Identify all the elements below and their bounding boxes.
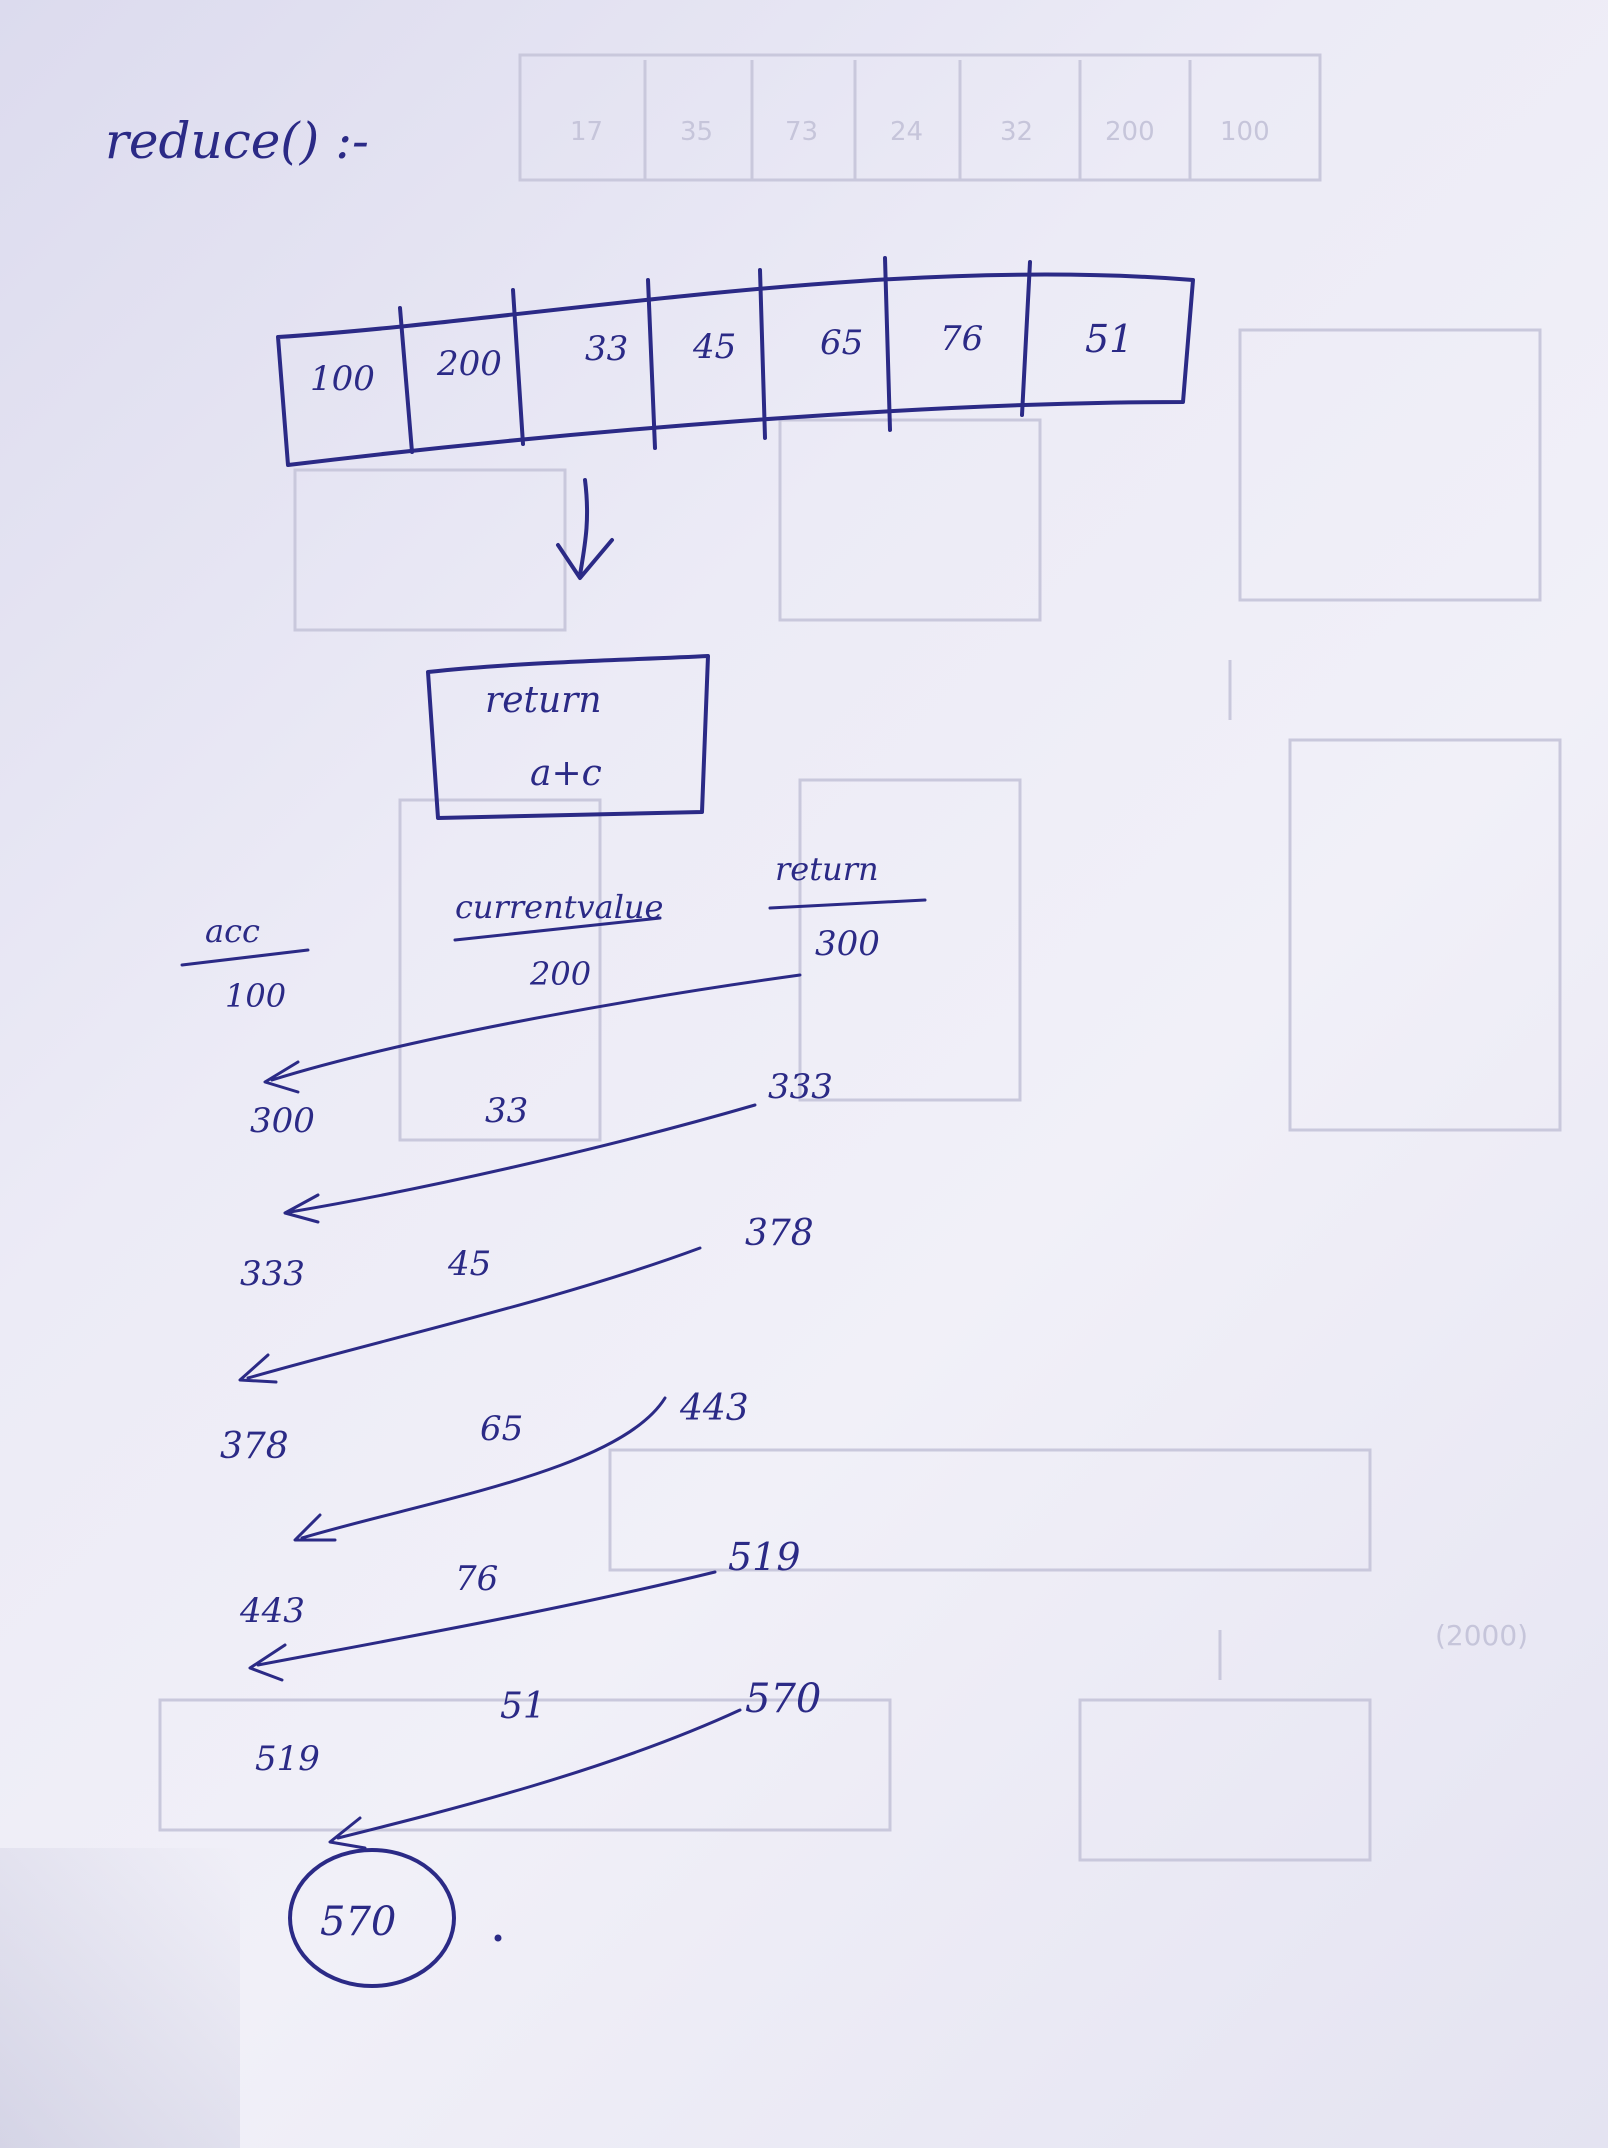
ghost-text-3: 73 — [785, 117, 818, 147]
header-underline — [180, 948, 310, 967]
ghost-box-2 — [778, 418, 1042, 622]
down-arrow-icon — [556, 478, 614, 580]
return-value: 300 — [815, 924, 880, 964]
ghost-array-top — [518, 53, 1322, 182]
result-period — [494, 1934, 502, 1942]
column-header-acc: acc — [205, 912, 260, 950]
header-underline — [453, 916, 662, 942]
ghost-box-1 — [293, 468, 567, 632]
ghost-text-5: 32 — [1000, 117, 1033, 147]
ghost-box-5 — [798, 778, 1022, 1102]
arrow-return-to-acc — [238, 1246, 702, 1384]
callback-outline — [426, 654, 710, 820]
column-header-current: currentvalue — [455, 888, 663, 926]
step-row: 300 33 333 — [250, 1067, 833, 1141]
current-value: 76 — [455, 1559, 498, 1599]
array-box: 100 200 33 45 65 76 51 — [276, 256, 1195, 467]
acc-value: 333 — [240, 1254, 305, 1294]
acc-value: 300 — [250, 1101, 315, 1141]
step-row: 100 200 300 — [225, 924, 880, 1015]
arrow-return-to-acc — [263, 973, 802, 1094]
result-value: 570 — [320, 1899, 396, 1945]
current-value: 51 — [500, 1686, 546, 1727]
current-value: 65 — [480, 1409, 523, 1449]
array-divider — [758, 268, 767, 440]
acc-value: 519 — [255, 1739, 320, 1779]
ghost-array-lower — [158, 1698, 892, 1832]
ghost-box-3 — [1238, 328, 1542, 602]
ghost-array-bottom — [608, 1448, 1372, 1572]
result-circle — [288, 1848, 456, 1988]
array-divider — [398, 306, 414, 454]
ghost-text-7: 100 — [1220, 117, 1270, 147]
step-row: 333 45 378 — [240, 1213, 814, 1294]
return-value: 570 — [745, 1676, 821, 1722]
ghost-text-1: 17 — [570, 117, 603, 147]
title-label: reduce() :- — [105, 112, 369, 170]
step-row: 443 76 519 — [239, 1535, 801, 1631]
arrow-return-to-acc — [283, 1103, 757, 1224]
acc-value: 443 — [239, 1591, 305, 1631]
array-cell: 76 — [940, 319, 983, 359]
ghost-text-8: (2000) — [1435, 1619, 1528, 1652]
current-value: 33 — [485, 1091, 528, 1131]
ghost-box-4 — [398, 798, 602, 1142]
array-cell: 33 — [585, 329, 628, 369]
array-cell: 51 — [1085, 317, 1133, 361]
arrow-return-to-acc — [248, 1570, 717, 1682]
array-cell: 200 — [436, 344, 502, 384]
arrow-return-to-acc — [328, 1708, 742, 1850]
return-value: 519 — [728, 1535, 801, 1579]
ghost-text-6: 200 — [1105, 117, 1155, 147]
array-outline — [276, 272, 1195, 467]
final-result: 570 — [288, 1848, 502, 1988]
ghost-box-7 — [1078, 1698, 1372, 1862]
array-divider — [511, 288, 525, 446]
array-divider — [1020, 260, 1032, 417]
step-row: 378 65 443 — [220, 1388, 749, 1467]
column-header-return: return — [775, 850, 879, 888]
ghost-show-through: 17 35 73 24 32 200 100 (2000) — [158, 53, 1562, 1862]
array-divider — [646, 278, 657, 450]
current-value: 200 — [529, 955, 591, 993]
callback-box: return a+c — [426, 654, 710, 820]
header-underline — [768, 898, 927, 910]
array-divider — [883, 256, 892, 432]
array-cell: 100 — [310, 359, 375, 399]
ghost-text-2: 35 — [680, 117, 713, 147]
array-cell: 45 — [692, 327, 736, 367]
current-value: 45 — [447, 1244, 491, 1284]
callback-expression: a+c — [530, 753, 602, 794]
callback-return-label: return — [485, 680, 602, 721]
array-cell: 65 — [820, 323, 863, 363]
step-row: 519 51 570 — [255, 1676, 821, 1779]
acc-value: 378 — [220, 1426, 289, 1467]
arrow-return-to-acc — [293, 1396, 667, 1542]
acc-value: 100 — [225, 977, 286, 1015]
ghost-text-4: 24 — [890, 117, 923, 147]
ghost-box-6 — [1288, 738, 1562, 1132]
return-value: 333 — [768, 1067, 833, 1107]
return-value: 378 — [745, 1213, 814, 1254]
return-value: 443 — [679, 1388, 749, 1429]
